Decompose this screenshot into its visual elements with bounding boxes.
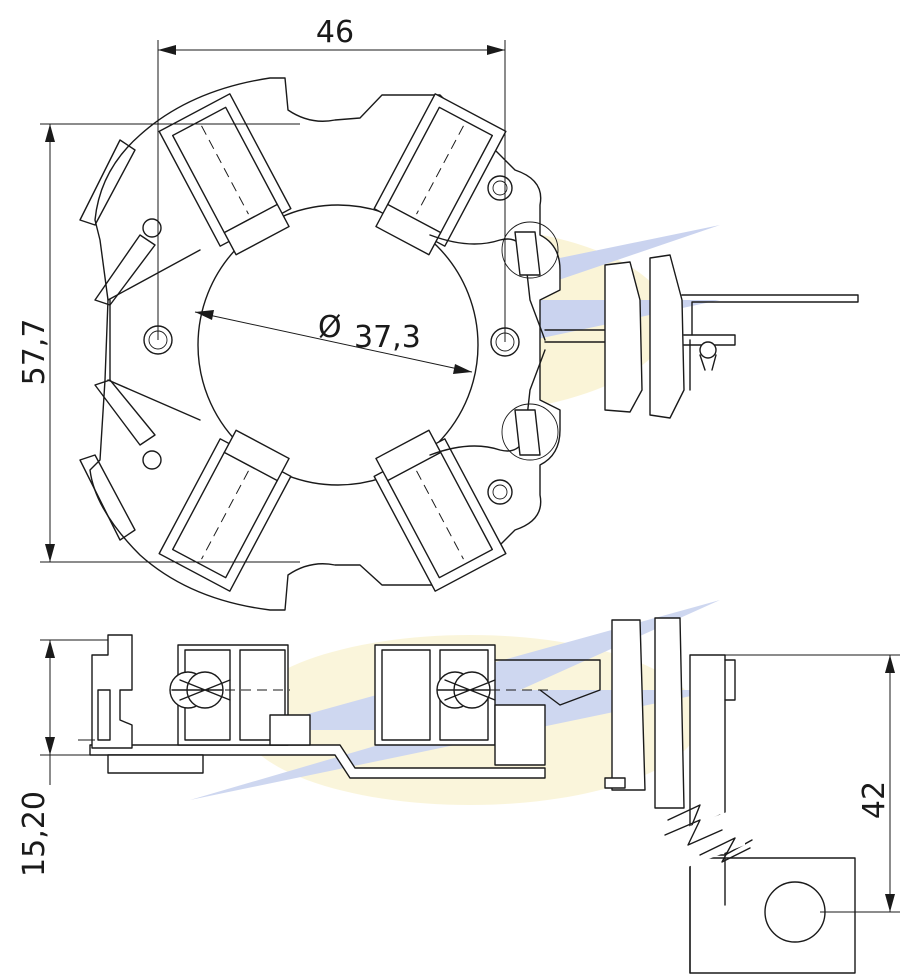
brush-holder-lower-left [158, 429, 292, 592]
height-label: 57,7 [17, 319, 52, 386]
brush-holder-lower-right [373, 429, 507, 592]
dimension-cable-length: 42 [725, 654, 900, 913]
cable-length-label: 42 [857, 781, 892, 819]
dimension-diameter: Ø 37,3 [194, 310, 473, 374]
width-label: 46 [316, 15, 354, 50]
side-brush-holder-right [374, 644, 601, 766]
brush-holder-side-view [78, 617, 856, 974]
rivet-hole-upper [487, 175, 513, 201]
side-brush-holder-left [169, 644, 311, 746]
brush-holder-upper-left [158, 93, 292, 256]
rivet-hole-lower [487, 479, 513, 505]
brush-holder-top-view [79, 77, 859, 611]
brush-holder-upper-right [373, 93, 507, 256]
diameter-symbol: Ø [318, 310, 342, 345]
dimension-height-top: 57,7 [17, 123, 300, 563]
diameter-label: 37,3 [354, 320, 421, 355]
commutator-bore [197, 204, 479, 486]
side-height-label: 15,20 [17, 791, 52, 877]
dimension-width-top: 46 [157, 15, 506, 342]
dimension-height-side: 15,20 [17, 639, 108, 877]
